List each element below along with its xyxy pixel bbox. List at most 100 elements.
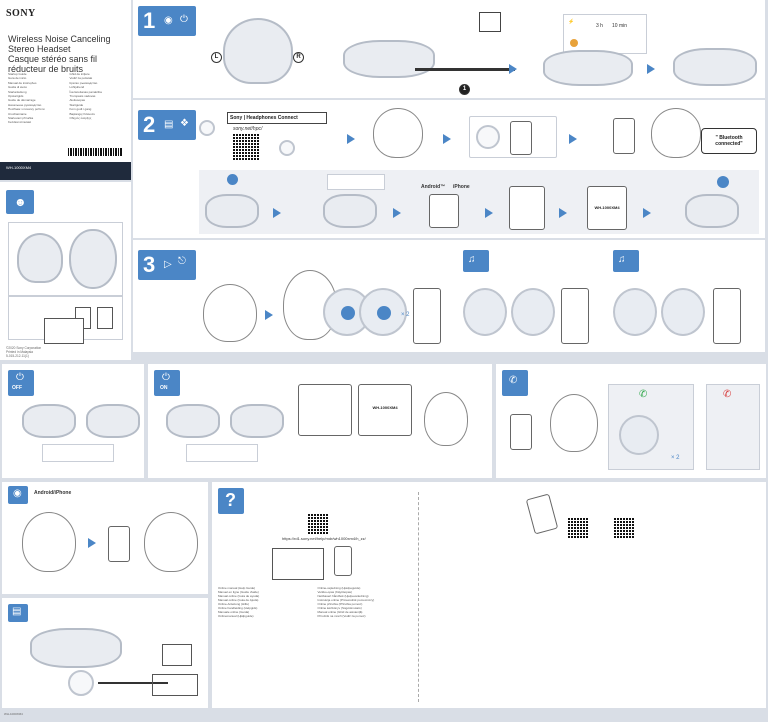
led-icon: ◉: [164, 15, 173, 26]
phone-call-icon: ✆: [509, 375, 518, 386]
touch-next: [661, 288, 705, 336]
arrow-7: [393, 208, 401, 218]
guide-line: Online-Anleitung (Hilfe): [218, 602, 250, 606]
on-head: [424, 392, 468, 446]
music-app-1: [413, 288, 441, 344]
copyright: ©2020 Sony Corporation Printed in Malays…: [6, 346, 42, 358]
footer-model: WH-1000XM4: [4, 712, 23, 716]
charger: [479, 12, 501, 32]
language-item: Οδηγός έναρξης: [69, 116, 92, 121]
touch-prev: [613, 288, 657, 336]
bt-connected-bubble: " Bluetooth connected": [701, 128, 757, 154]
bt-connected-led: [717, 176, 729, 188]
step3-panel: 3 ▷ ⎋ × 2 ♫ ♫: [133, 240, 765, 352]
volume-badge: ♫: [463, 250, 489, 272]
language-item: Ghid de iniţiere: [69, 72, 90, 76]
cable-icon: ▤: [12, 606, 22, 617]
headphones-image: [17, 233, 63, 283]
divider: [418, 492, 419, 702]
assistant-head-1: [22, 512, 76, 572]
guide-line: Manual online (Guia de Ajuda): [218, 598, 259, 602]
call-badge: ✆: [502, 370, 528, 396]
guide-line: Online handleiding (Helpgids): [218, 606, 258, 610]
language-item: Kezdési útmutató: [8, 120, 32, 125]
assistant-panel: ◉ Android/iPhone: [2, 482, 208, 594]
call-panel: ✆ ✆ × 2 ✆: [496, 364, 766, 478]
person-head-2: [651, 108, 701, 158]
arrow-8: [485, 208, 493, 218]
battery-icon: ⚡: [568, 19, 575, 25]
connector-marker: 1: [459, 84, 470, 95]
app-icon-2: [279, 140, 295, 156]
language-item: Guida di avvio: [8, 85, 28, 90]
arrow-6: [273, 208, 281, 218]
charging-indicator: ⚡ 3 h 10 min: [563, 14, 647, 54]
box-badge: ☻: [6, 190, 34, 214]
phone-settings: [429, 194, 459, 228]
headphones-wired: [30, 628, 122, 668]
guide-line: Manual online (Guía de ayuda): [218, 594, 260, 598]
label-r: R: [293, 52, 304, 63]
person-icon: ☻: [14, 195, 27, 209]
headphones-on-2: [230, 404, 284, 438]
language-item: Startup Guide: [8, 72, 27, 76]
help-guide-list: Online manual (Help Guide)Manuel en lign…: [218, 586, 414, 618]
mic-icon: ◉: [13, 488, 22, 499]
phone-bt-toggle: [509, 186, 545, 230]
barcode: [68, 148, 122, 156]
off-badge: ⏻ OFF: [8, 370, 34, 396]
language-item: Īsa lietošanas pamācība: [69, 89, 102, 94]
assistant-badge: ◉: [8, 486, 28, 504]
language-item: Başlangıç Kılavuzu: [69, 111, 96, 116]
package-box: [44, 318, 84, 344]
headphones-front: [223, 18, 293, 84]
label-l: L: [211, 52, 222, 63]
arrow-9: [559, 208, 567, 218]
language-item: Guía de inicio: [8, 76, 27, 81]
help-panel: ? https://rd1.sony.net/help/mdr/wh1000xm…: [212, 482, 766, 708]
headphones-charged: [673, 48, 757, 86]
guide-line: Onlinemanual (Hjälpguide): [218, 614, 254, 618]
music-app-2: [561, 288, 589, 344]
language-item: Trumpasis vadovas: [69, 94, 96, 99]
case-image: [69, 229, 117, 289]
language-item: Guide de démarrage: [8, 98, 36, 103]
guide-line: Verkko-opas (Käyttöopas): [317, 590, 353, 594]
app-icon: ▤: [164, 119, 174, 130]
guide-line: Manual online (Ghid de asistenţă): [317, 610, 363, 614]
guide-line: Online-vejledning (Hjælpeguide): [317, 586, 361, 590]
arrow-1: [509, 64, 517, 74]
wired-panel: ▤: [2, 598, 208, 708]
qr-code: [233, 134, 259, 160]
help-url[interactable]: https://rd1.sony.net/help/mdr/wh1000xm4/…: [282, 536, 366, 541]
headphone-icon: ⎋: [178, 256, 186, 267]
on-phone-device[interactable]: WH-1000XM4: [358, 384, 412, 436]
phone-device-list[interactable]: WH-1000XM4: [587, 186, 627, 230]
phone-1: [613, 118, 635, 154]
answer-icon: ✆: [639, 389, 648, 400]
sony-logo: SONY: [6, 8, 36, 19]
usb-cable: [415, 68, 515, 71]
language-item: Vodič za početak: [69, 76, 93, 81]
airplane-adapter: [162, 644, 192, 666]
assistant-phone: [108, 526, 130, 562]
bt-led-indicator: [227, 174, 238, 185]
music-skip-icon: ♫: [618, 254, 626, 265]
language-item: Startguide: [69, 102, 84, 107]
step2-badge: 2 ▤ ❖: [138, 110, 196, 140]
language-item: Lühijuhend: [69, 85, 85, 90]
app-search-bar[interactable]: Sony | Headphones Connect: [227, 112, 327, 124]
pairing-strip: Android™ iPhone WH-1000XM4: [199, 170, 759, 234]
language-item: Uruchamianie: [8, 111, 27, 116]
help-laptop: [272, 548, 324, 580]
guide-line: Online kézikönyv (Súgóútmutató): [317, 606, 362, 610]
language-item: Начальное руководство: [8, 102, 42, 107]
qr-b: [614, 518, 634, 538]
headphones-pair-3: [685, 194, 739, 228]
headphones-charging: [543, 50, 633, 86]
off-indicator-row: [42, 444, 114, 462]
audio-cable: [98, 682, 168, 684]
music-app-3: [713, 288, 741, 344]
wired-badge: ▤: [8, 604, 28, 622]
